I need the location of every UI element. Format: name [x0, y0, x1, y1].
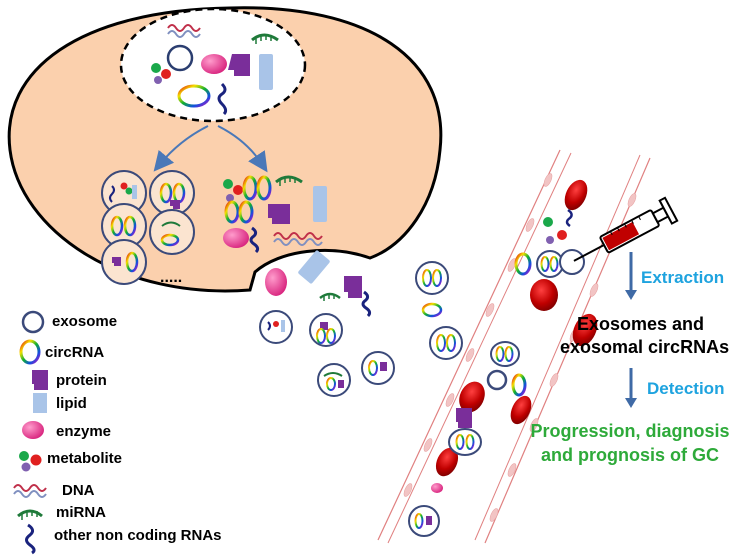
blood-vessel: [377, 149, 651, 544]
legend-ncrna-label: other non coding RNAs: [54, 527, 222, 544]
legend-icons: [13, 310, 48, 555]
legend-lipid-icon: [33, 393, 47, 413]
legend-protein-label: protein: [56, 372, 107, 389]
ellipsis-text: .....: [160, 269, 182, 286]
outcome-label-line2: and prognosis of GC: [541, 445, 719, 465]
detection-arrow: [625, 368, 637, 408]
legend-metabolite-icon: [19, 451, 42, 472]
nucleus-mirna-icon: [251, 33, 279, 44]
legend-lipid-label: lipid: [56, 395, 87, 412]
nucleus-exosome-icon: [166, 44, 194, 72]
nucleus-metabolite-icon: [151, 63, 161, 73]
legend-circrna-label: circRNA: [45, 344, 105, 361]
arrow-to-mvb: [153, 125, 209, 172]
cell-cargo: [223, 175, 327, 254]
legend-protein-icon: [32, 370, 48, 390]
released-cargo: [265, 250, 372, 318]
legend-enzyme-icon: [22, 421, 44, 439]
legend-circrna-icon: [19, 339, 41, 365]
nucleus-dna-icon: [167, 24, 201, 38]
outcome-label-line1: Progression, diagnosis: [530, 421, 730, 441]
multivesicular-body: [101, 170, 195, 285]
legend-mirna-icon: [17, 509, 43, 520]
nucleus-protein-icon: [228, 54, 250, 76]
legend-dna-label: DNA: [62, 482, 95, 499]
nucleus-metabolite-red: [161, 69, 171, 79]
legend-enzyme-label: enzyme: [56, 423, 112, 440]
exosomes-label-line2: exosomal circRNAs: [560, 337, 730, 357]
legend-exosome-icon: [21, 310, 45, 334]
extraction-label: Extraction: [641, 268, 725, 287]
legend-ncrna-icon: [25, 523, 36, 555]
nucleus-ncrna-icon: [217, 82, 228, 116]
released-exosomes: [259, 261, 463, 397]
nucleus-lipid-icon: [259, 54, 273, 90]
nucleus-circrna-icon: [177, 84, 211, 108]
legend-dna-icon: [13, 484, 47, 498]
exosomes-label-line1: Exosomes and: [577, 314, 705, 334]
nucleus-enzyme-icon: [201, 54, 227, 74]
legend-exosome-label: exosome: [52, 313, 118, 330]
legend-mirna-label: miRNA: [56, 504, 107, 521]
syringe-icon: [573, 196, 679, 262]
legend-metabolite-label: metabolite: [47, 450, 123, 467]
nucleus-metabolite-purple: [154, 76, 162, 84]
extraction-arrow: [625, 252, 637, 300]
detection-label: Detection: [647, 379, 725, 398]
arrow-to-cargo: [217, 125, 268, 173]
